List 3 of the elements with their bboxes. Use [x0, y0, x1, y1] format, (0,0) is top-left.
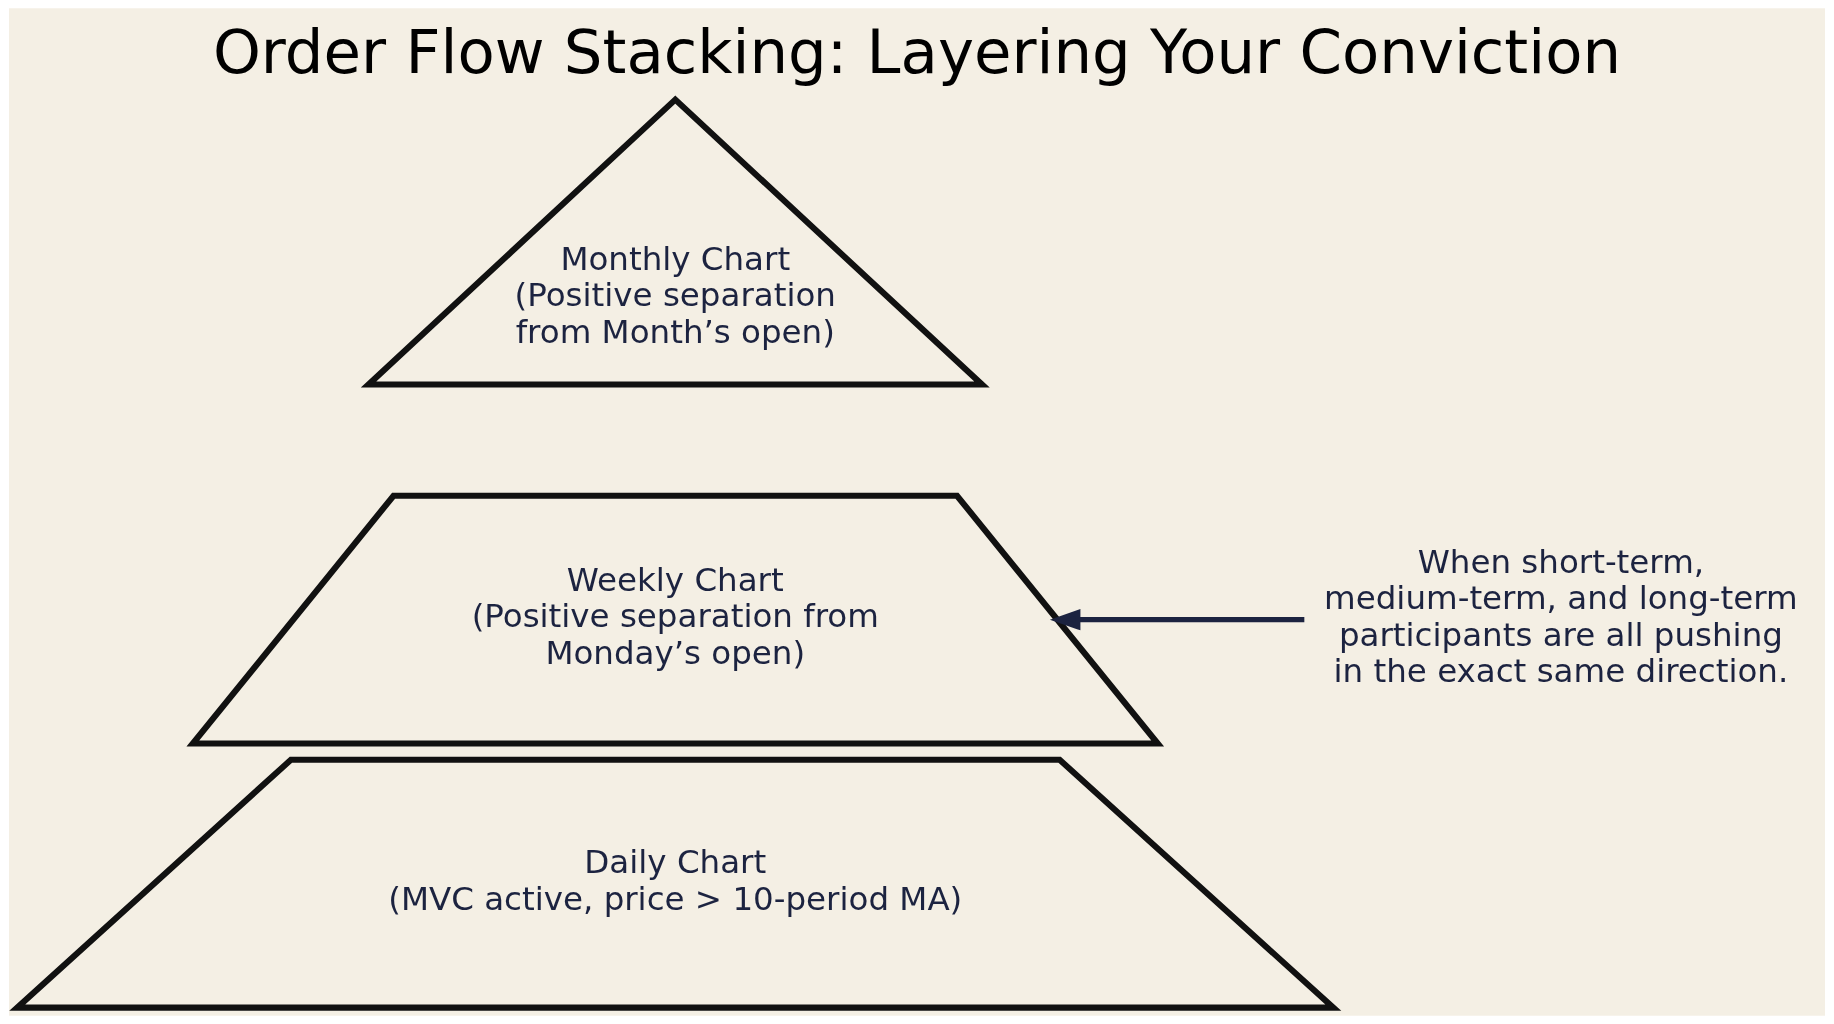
- arrow: [1049, 608, 1305, 631]
- diagram-title: Order Flow Stacking: Layering Your Conviction: [212, 16, 1622, 88]
- node-text: When short-term, medium-term, and long-term participants are all pushing in the exact same direction.: [1324, 542, 1798, 691]
